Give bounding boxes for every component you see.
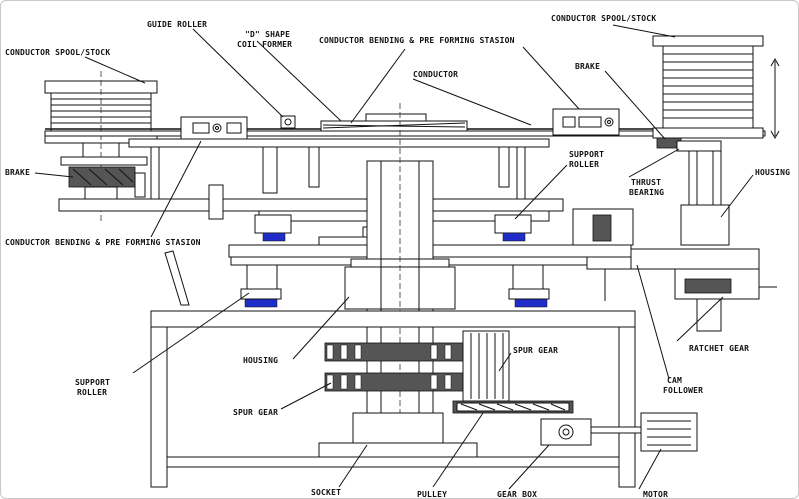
spur-gear-upper bbox=[324, 342, 466, 362]
left-brake bbox=[60, 156, 148, 200]
label-spool-right: CONDUCTOR SPOOL/STOCK bbox=[551, 14, 656, 23]
central-housing bbox=[344, 103, 456, 453]
label-housing-right: HOUSING bbox=[755, 168, 790, 177]
label-guide-roller: GUIDE ROLLER bbox=[147, 20, 207, 29]
right-conductor-spool bbox=[652, 35, 780, 140]
support-roller-lower-right bbox=[508, 264, 550, 308]
d-shape-coil-former bbox=[320, 113, 468, 132]
right-forming-station bbox=[552, 108, 620, 136]
label-bending-station-top: CONDUCTOR BENDING & PRE FORMING STASION bbox=[319, 36, 515, 45]
labels: GUIDE ROLLER "D" SHAPE COIL FORMER CONDU… bbox=[5, 14, 790, 498]
pulley-belt bbox=[452, 400, 574, 414]
label-housing-center: HOUSING bbox=[243, 356, 278, 365]
label-bending-station-bottom: CONDUCTOR BENDING & PRE FORMING STASION bbox=[5, 238, 201, 247]
label-brake-right: BRAKE bbox=[575, 62, 600, 71]
label-pulley: PULLEY bbox=[417, 490, 447, 498]
label-support-roller-right-2: ROLLER bbox=[569, 160, 599, 169]
label-gear-box: GEAR BOX bbox=[497, 490, 537, 498]
label-d-shape-2: COIL FORMER bbox=[237, 40, 292, 49]
label-cam-1: CAM bbox=[667, 376, 682, 385]
label-spur-gear-right: SPUR GEAR bbox=[513, 346, 558, 355]
label-motor: MOTOR bbox=[643, 490, 668, 498]
support-roller-upper-right bbox=[494, 214, 532, 242]
label-spur-gear-left: SPUR GEAR bbox=[233, 408, 278, 417]
support-roller-lower-left bbox=[240, 264, 282, 308]
leader-lines bbox=[34, 24, 754, 490]
ratchet-gear bbox=[674, 268, 777, 332]
label-thrust-bearing-1: THRUST bbox=[631, 178, 661, 187]
left-lever bbox=[164, 250, 190, 306]
gear-box bbox=[540, 418, 642, 446]
label-support-roller-right-1: SUPPORT bbox=[569, 150, 604, 159]
support-roller-upper-left bbox=[254, 214, 292, 242]
label-thrust-bearing-2: BEARING bbox=[629, 188, 664, 197]
label-socket: SOCKET bbox=[311, 488, 341, 497]
motor bbox=[640, 412, 698, 452]
label-brake-left: BRAKE bbox=[5, 168, 30, 177]
label-ratchet-gear: RATCHET GEAR bbox=[689, 344, 749, 353]
spur-gear-lower bbox=[324, 372, 466, 392]
left-forming-station bbox=[180, 115, 296, 142]
label-support-roller-left-1: SUPPORT bbox=[75, 378, 110, 387]
label-cam-2: FOLLOWER bbox=[663, 386, 703, 395]
right-brake-and-bearing bbox=[656, 137, 730, 246]
label-support-roller-left-2: ROLLER bbox=[77, 388, 107, 397]
label-spool-left: CONDUCTOR SPOOL/STOCK bbox=[5, 48, 110, 57]
machine-base-frame bbox=[150, 310, 636, 488]
label-conductor: CONDUCTOR bbox=[413, 70, 458, 79]
label-d-shape-1: "D" SHAPE bbox=[245, 30, 290, 39]
